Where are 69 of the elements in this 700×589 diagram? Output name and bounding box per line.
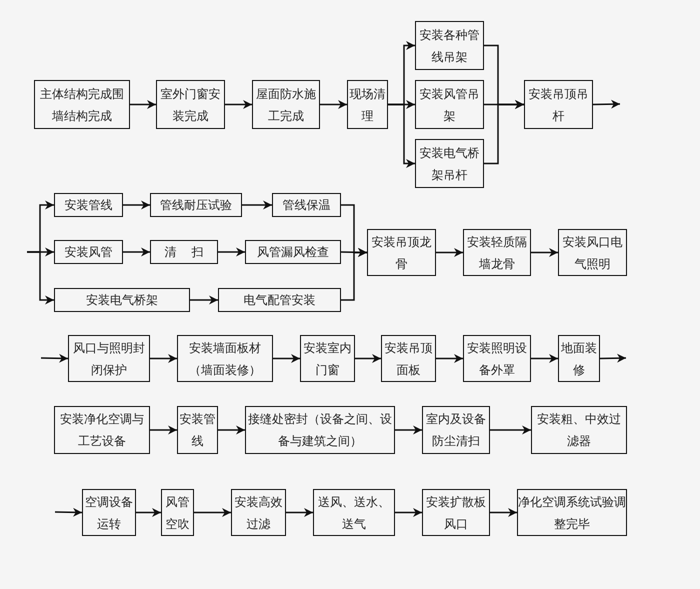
arrow (355, 354, 381, 363)
process-box: 安装吊顶面板 (381, 335, 436, 382)
arrow (490, 426, 531, 434)
arrow (484, 100, 524, 164)
process-box: 安装风管吊架 (415, 80, 484, 129)
arrow (130, 100, 156, 109)
arrow (531, 248, 558, 257)
process-box: 安装照明设备外罩 (463, 335, 531, 382)
process-box: 安装管线 (54, 193, 123, 217)
arrow (600, 354, 626, 363)
process-box: 室外门窗安装完成 (156, 80, 225, 129)
process-box: 清 扫 (150, 240, 218, 264)
process-box: 安装净化空调与工艺设备 (54, 406, 150, 454)
arrow (136, 508, 161, 517)
process-box: 风口与照明封闭保护 (68, 335, 150, 382)
arrow (531, 354, 558, 363)
process-box: 管线耐压试验 (150, 193, 242, 217)
process-box: 电气配管安装 (218, 288, 341, 312)
process-box: 屋面防水施工完成 (252, 80, 320, 129)
arrow (286, 508, 313, 517)
process-box: 现场清理 (347, 80, 388, 129)
process-box: 净化空调系统试验调整完毕 (517, 489, 627, 536)
arrow (150, 426, 177, 434)
arrow (225, 100, 252, 109)
process-box: 安装电气桥架 (54, 288, 190, 312)
arrow (218, 248, 245, 256)
process-box: 风管空吹 (161, 489, 194, 536)
process-box: 安装管线 (177, 406, 218, 454)
process-box: 空调设备运转 (82, 489, 136, 536)
process-box: 安装吊顶吊杆 (524, 80, 593, 129)
process-box: 安装粗、中效过滤器 (531, 406, 627, 454)
process-box: 安装轻质隔墙龙骨 (463, 229, 531, 276)
arrow (388, 104, 415, 168)
arrow (395, 426, 422, 434)
process-box: 地面装修 (558, 335, 600, 382)
process-box: 安装扩散板风口 (422, 489, 490, 536)
process-box: 安装各种管线吊架 (415, 21, 484, 70)
arrow (150, 354, 177, 363)
arrow (40, 354, 68, 363)
process-box: 接缝处密封（设备之间、设备与建筑之间） (245, 406, 395, 454)
arrow (194, 508, 231, 517)
arrow (341, 248, 367, 301)
process-box: 安装室内门窗 (300, 335, 355, 382)
process-box: 安装风管 (54, 240, 123, 264)
arrow (123, 248, 150, 256)
process-box: 风管漏风检查 (245, 240, 341, 264)
arrow (242, 200, 272, 210)
process-box: 安装墙面板材（墙面装修） (177, 335, 273, 382)
arrow (27, 251, 54, 304)
process-box: 安装吊顶龙骨 (367, 229, 436, 276)
process-box: 安装电气桥架吊杆 (415, 139, 484, 188)
process-box: 安装风口电气照明 (558, 229, 627, 276)
arrow (340, 248, 368, 257)
arrow (54, 508, 82, 517)
process-box: 送风、送水、送气 (313, 489, 395, 536)
arrow (592, 100, 620, 109)
arrow (490, 508, 517, 517)
process-box: 管线保温 (272, 193, 341, 217)
arrow (320, 100, 347, 109)
arrow (123, 200, 150, 210)
arrow (436, 248, 463, 257)
arrow (395, 508, 422, 517)
process-box: 主体结构完成围墙结构完成 (34, 80, 130, 129)
arrow (190, 296, 218, 304)
process-box: 安装高效过滤 (231, 489, 286, 536)
process-box: 室内及设备防尘清扫 (422, 406, 490, 454)
arrow (436, 354, 463, 363)
arrow (218, 426, 245, 434)
arrow (273, 354, 300, 363)
